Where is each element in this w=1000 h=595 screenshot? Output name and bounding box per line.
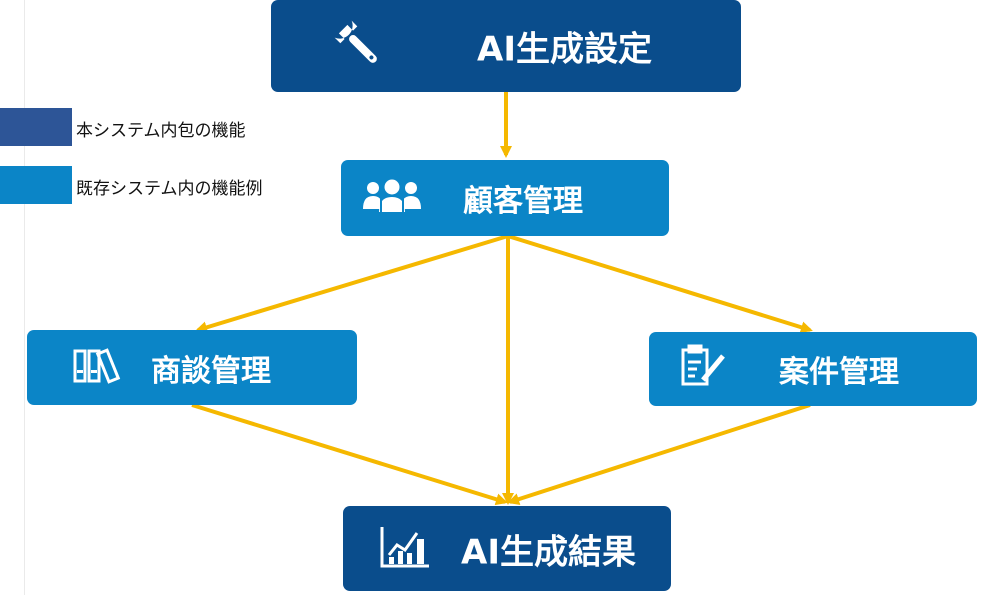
legend-label-existing: 既存システム内の機能例 — [76, 179, 263, 199]
arrow-project-to-result — [507, 403, 811, 505]
binders-icon — [72, 347, 130, 388]
wrench-icon — [331, 17, 385, 75]
node-ai-result-label: AI生成結果 — [461, 532, 636, 572]
users-icon — [361, 179, 423, 217]
arrow-negotiation-to-result — [191, 403, 508, 506]
node-project[interactable]: 案件管理 — [649, 332, 977, 406]
arrow-customer-to-negotiation — [195, 234, 509, 334]
arrow-customer-to-project — [507, 234, 813, 334]
node-negotiation[interactable]: 商談管理 — [27, 330, 357, 405]
chart-icon — [379, 525, 431, 573]
node-ai-result[interactable]: AI生成結果 — [343, 506, 671, 591]
legend-swatch-existing — [0, 166, 72, 204]
page-edge-line — [24, 0, 25, 595]
node-negotiation-label: 商談管理 — [151, 353, 271, 389]
legend-swatch-internal — [0, 108, 72, 146]
node-customer-label: 顧客管理 — [463, 184, 583, 219]
node-ai-settings[interactable]: AI生成設定 — [271, 0, 741, 92]
node-project-label: 案件管理 — [779, 355, 899, 390]
node-ai-settings-label: AI生成設定 — [477, 29, 652, 70]
clipboard-icon — [677, 344, 729, 394]
node-customer[interactable]: 顧客管理 — [341, 160, 669, 236]
legend-label-internal: 本システム内包の機能 — [76, 121, 246, 141]
